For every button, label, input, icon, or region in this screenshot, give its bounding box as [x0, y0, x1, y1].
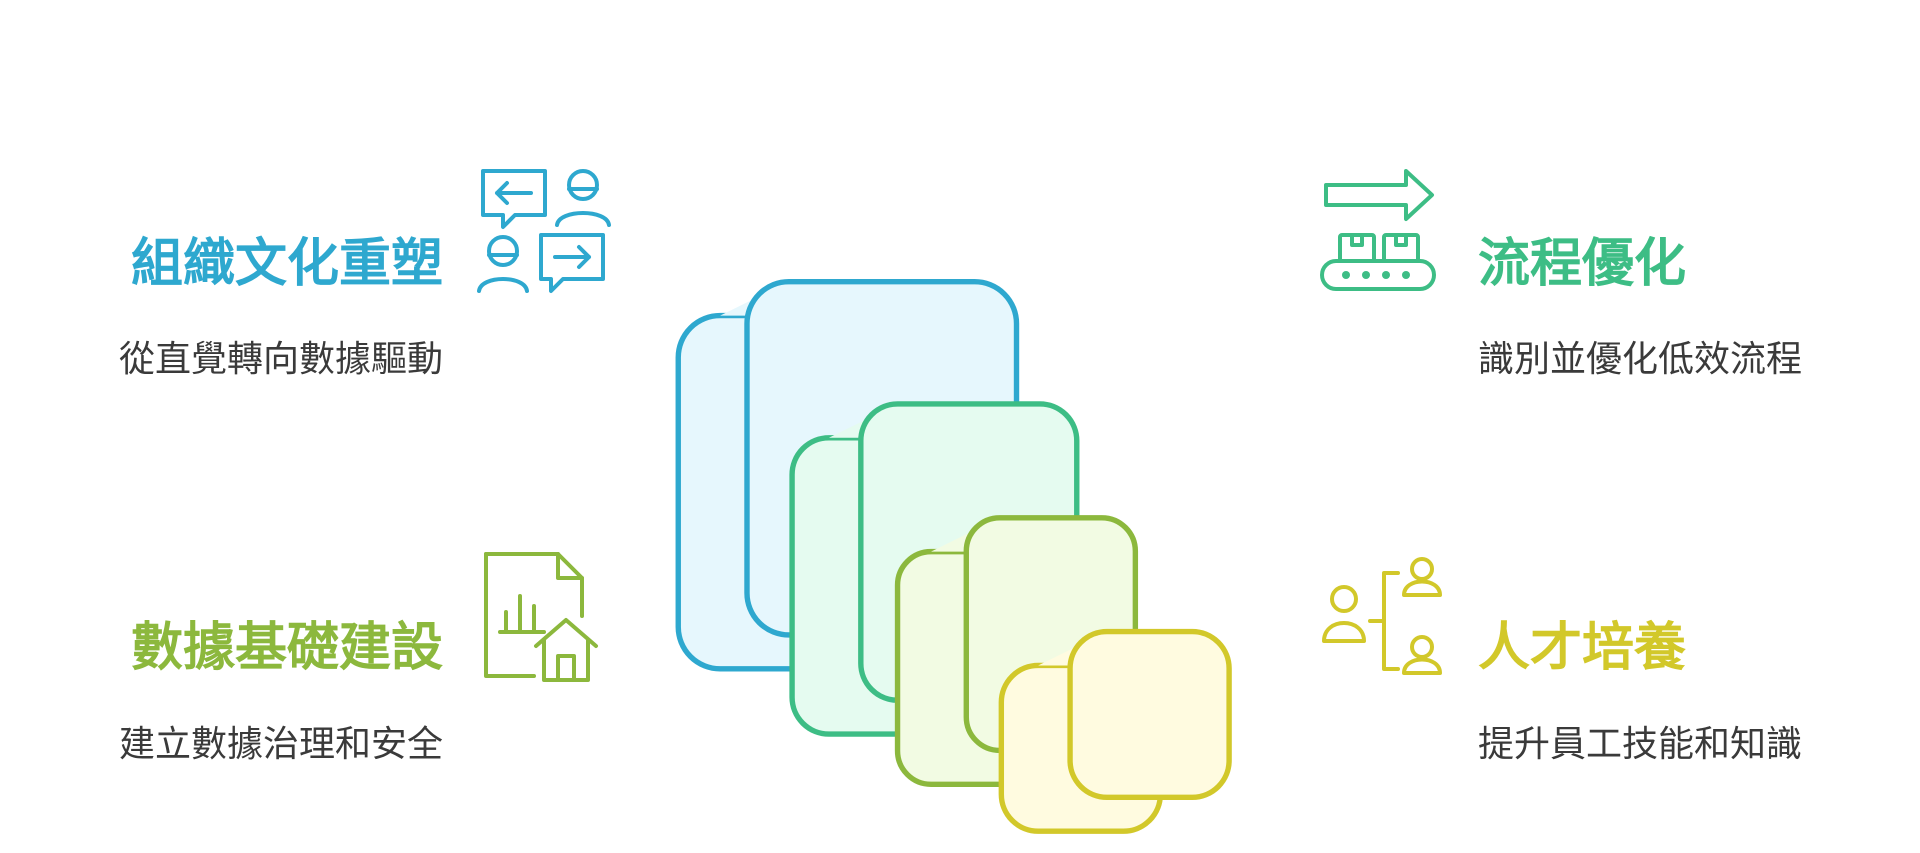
data-document-home-icon: [484, 552, 598, 682]
title-talent-development: 人才培養: [1478, 618, 1687, 678]
subtitle-data-infrastructure: 建立數據治理和安全: [118, 724, 443, 765]
title-data-infrastructure: 數據基礎建設: [130, 618, 443, 678]
title-process-optimization: 流程優化: [1478, 234, 1687, 294]
layered-stack-diagram: [675, 279, 1232, 834]
subtitle-organizational-culture: 從直覺轉向數據驅動: [118, 339, 443, 380]
conveyor-arrow-icon: [1320, 169, 1436, 291]
subtitle-talent-development: 提升員工技能和知識: [1478, 724, 1803, 765]
layer-4-front-face: [1067, 628, 1232, 801]
title-organizational-culture: 組織文化重塑: [130, 234, 443, 294]
people-network-icon: [1322, 557, 1442, 675]
subtitle-process-optimization: 識別並優化低效流程: [1478, 339, 1803, 380]
conversation-people-icon: [477, 169, 611, 293]
